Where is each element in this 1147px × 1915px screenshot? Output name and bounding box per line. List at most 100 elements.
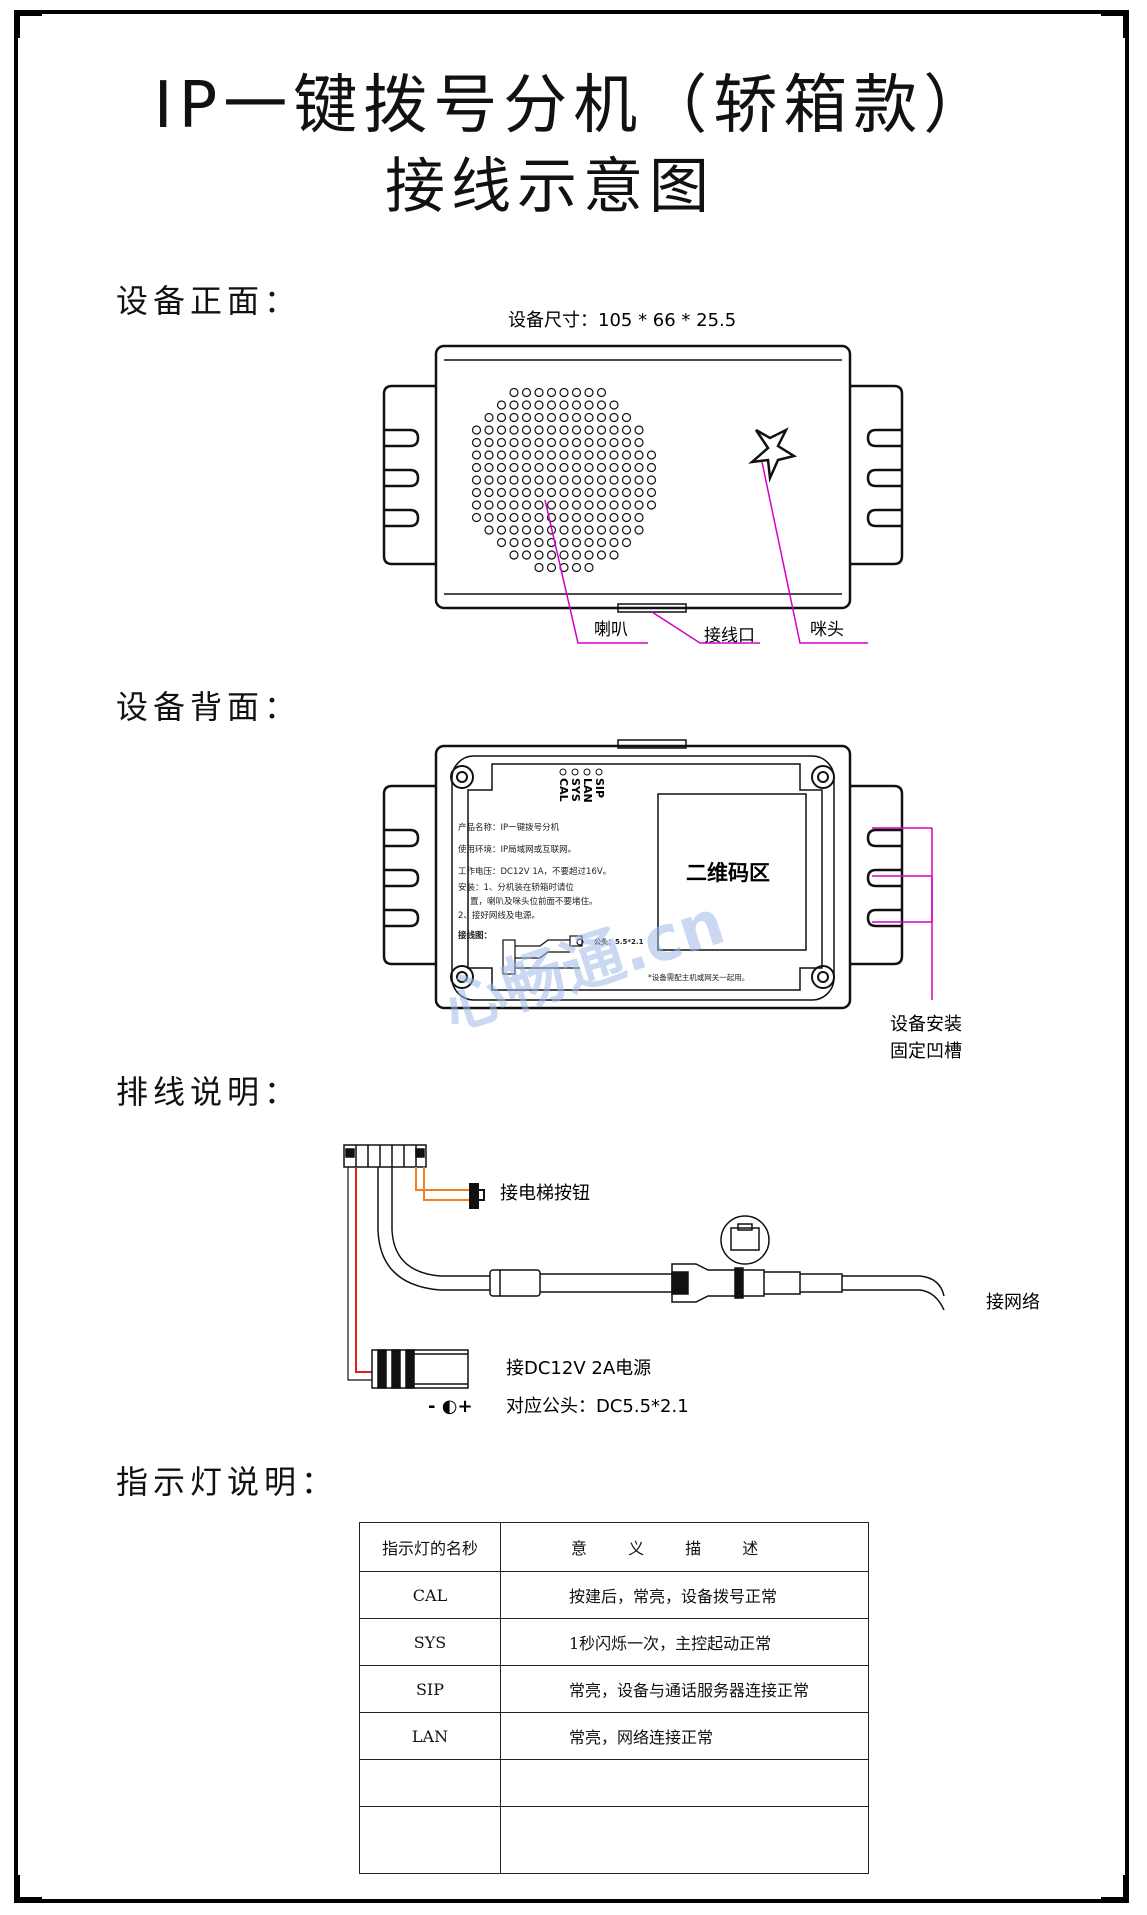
grille-hole xyxy=(559,512,569,523)
grille-hole xyxy=(484,450,494,460)
grille-hole xyxy=(546,475,557,485)
grille-hole xyxy=(484,487,494,498)
back-device xyxy=(382,739,904,1010)
grille-hole xyxy=(471,475,482,485)
port-callout: 接线口 xyxy=(704,626,755,646)
network-wire-label: 接网络 xyxy=(986,1292,1040,1313)
qr-area xyxy=(657,793,807,951)
grille-hole xyxy=(534,562,544,573)
grille-hole xyxy=(509,475,519,485)
grille-hole xyxy=(496,475,507,485)
grille-hole xyxy=(596,462,607,473)
grille-hole xyxy=(546,437,557,448)
grille-hole xyxy=(609,500,619,510)
grille-hole xyxy=(634,487,644,498)
grille-hole xyxy=(509,525,519,535)
grille-hole xyxy=(559,525,569,535)
grille-hole xyxy=(571,475,582,485)
grille-hole xyxy=(609,437,619,448)
grille-hole xyxy=(534,387,544,398)
grille-hole xyxy=(484,475,494,485)
table-row: CAL 按建后，常亮，设备拨号正常 xyxy=(359,1571,869,1619)
grille-hole xyxy=(584,487,594,498)
grille-hole xyxy=(584,450,594,460)
grille-hole xyxy=(571,425,582,435)
led-name-cell: SYS xyxy=(359,1618,501,1666)
product-label-line: 产品名称：IP一键拨号分机 xyxy=(458,822,560,833)
grille-hole xyxy=(621,500,632,510)
install-note: *设备需配主机或网关一起用。 xyxy=(648,972,749,982)
led-name-cell: LAN xyxy=(359,1712,501,1760)
grille-hole xyxy=(509,537,519,548)
grille-hole xyxy=(509,425,519,435)
led-label: SYS xyxy=(569,778,582,802)
grille-hole xyxy=(534,437,544,448)
front-device xyxy=(382,344,904,613)
grille-hole xyxy=(646,462,657,473)
grille-hole xyxy=(471,437,482,448)
network-cable xyxy=(377,1167,945,1311)
grille-hole xyxy=(559,537,569,548)
product-label-line: 置，喇叭及咪头位前面不要堵住。 xyxy=(470,896,598,907)
title-line-2: 接线示意图 xyxy=(385,152,715,222)
grille-hole xyxy=(521,550,532,560)
grille-hole xyxy=(559,487,569,498)
rj45-icon xyxy=(720,1215,770,1265)
grille-hole xyxy=(621,487,632,498)
grille-hole xyxy=(596,537,607,548)
grille-hole xyxy=(571,450,582,460)
grille-hole xyxy=(521,537,532,548)
grille-hole xyxy=(609,462,619,473)
button-wire-label: 接电梯按钮 xyxy=(500,1183,590,1204)
plug-spec-label: 对应公头：DC5.5*2.1 xyxy=(506,1396,689,1417)
grille-hole xyxy=(534,400,544,410)
label-area xyxy=(467,763,823,991)
led-name-cell: CAL xyxy=(359,1571,501,1619)
table-row: LAN 常亮，网络连接正常 xyxy=(359,1712,869,1760)
grille-hole xyxy=(496,487,507,498)
section-indicator-heading: 指示灯说明： xyxy=(116,1463,339,1501)
product-label-line: 使用环境：IP局域网或互联网。 xyxy=(458,844,576,855)
grille-hole xyxy=(546,400,557,410)
grille-hole xyxy=(571,400,582,410)
grille-hole xyxy=(546,462,557,473)
grille-hole xyxy=(509,387,519,398)
grille-hole xyxy=(634,500,644,510)
grille-hole xyxy=(571,437,582,448)
grille-hole xyxy=(496,450,507,460)
grille-hole xyxy=(534,537,544,548)
qr-label: 二维码区 xyxy=(686,861,770,885)
grille-hole xyxy=(521,487,532,498)
grille-hole xyxy=(584,512,594,523)
harness-connector xyxy=(343,1144,427,1168)
grille-hole xyxy=(634,475,644,485)
grille-hole xyxy=(484,525,494,535)
grille-hole xyxy=(609,450,619,460)
grille-hole xyxy=(546,562,557,573)
grille-hole xyxy=(621,537,632,548)
grille-hole xyxy=(484,412,494,423)
led-desc-cell: 按建后，常亮，设备拨号正常 xyxy=(500,1571,869,1619)
grille-hole xyxy=(646,487,657,498)
grille-hole xyxy=(571,462,582,473)
grille-hole xyxy=(621,462,632,473)
button-wires xyxy=(415,1167,470,1201)
groove-callouts xyxy=(872,827,933,1000)
grille-hole xyxy=(509,462,519,473)
grille-hole xyxy=(521,387,532,398)
grille-hole xyxy=(596,512,607,523)
power-wire-label: 接DC12V 2A电源 xyxy=(506,1358,651,1379)
led-desc-cell: 1秒闪烁一次，主控起动正常 xyxy=(500,1618,869,1666)
led-labels: CAL SYS LAN SIP xyxy=(557,768,606,803)
grille-hole xyxy=(571,500,582,510)
grille-hole xyxy=(559,425,569,435)
grille-hole xyxy=(596,500,607,510)
grille-hole xyxy=(546,425,557,435)
corner-mark xyxy=(1101,1875,1125,1899)
grille-hole xyxy=(521,512,532,523)
grille-hole xyxy=(596,437,607,448)
grille-hole xyxy=(596,400,607,410)
grille-hole xyxy=(509,512,519,523)
grille-hole xyxy=(634,512,644,523)
grille-hole xyxy=(484,462,494,473)
